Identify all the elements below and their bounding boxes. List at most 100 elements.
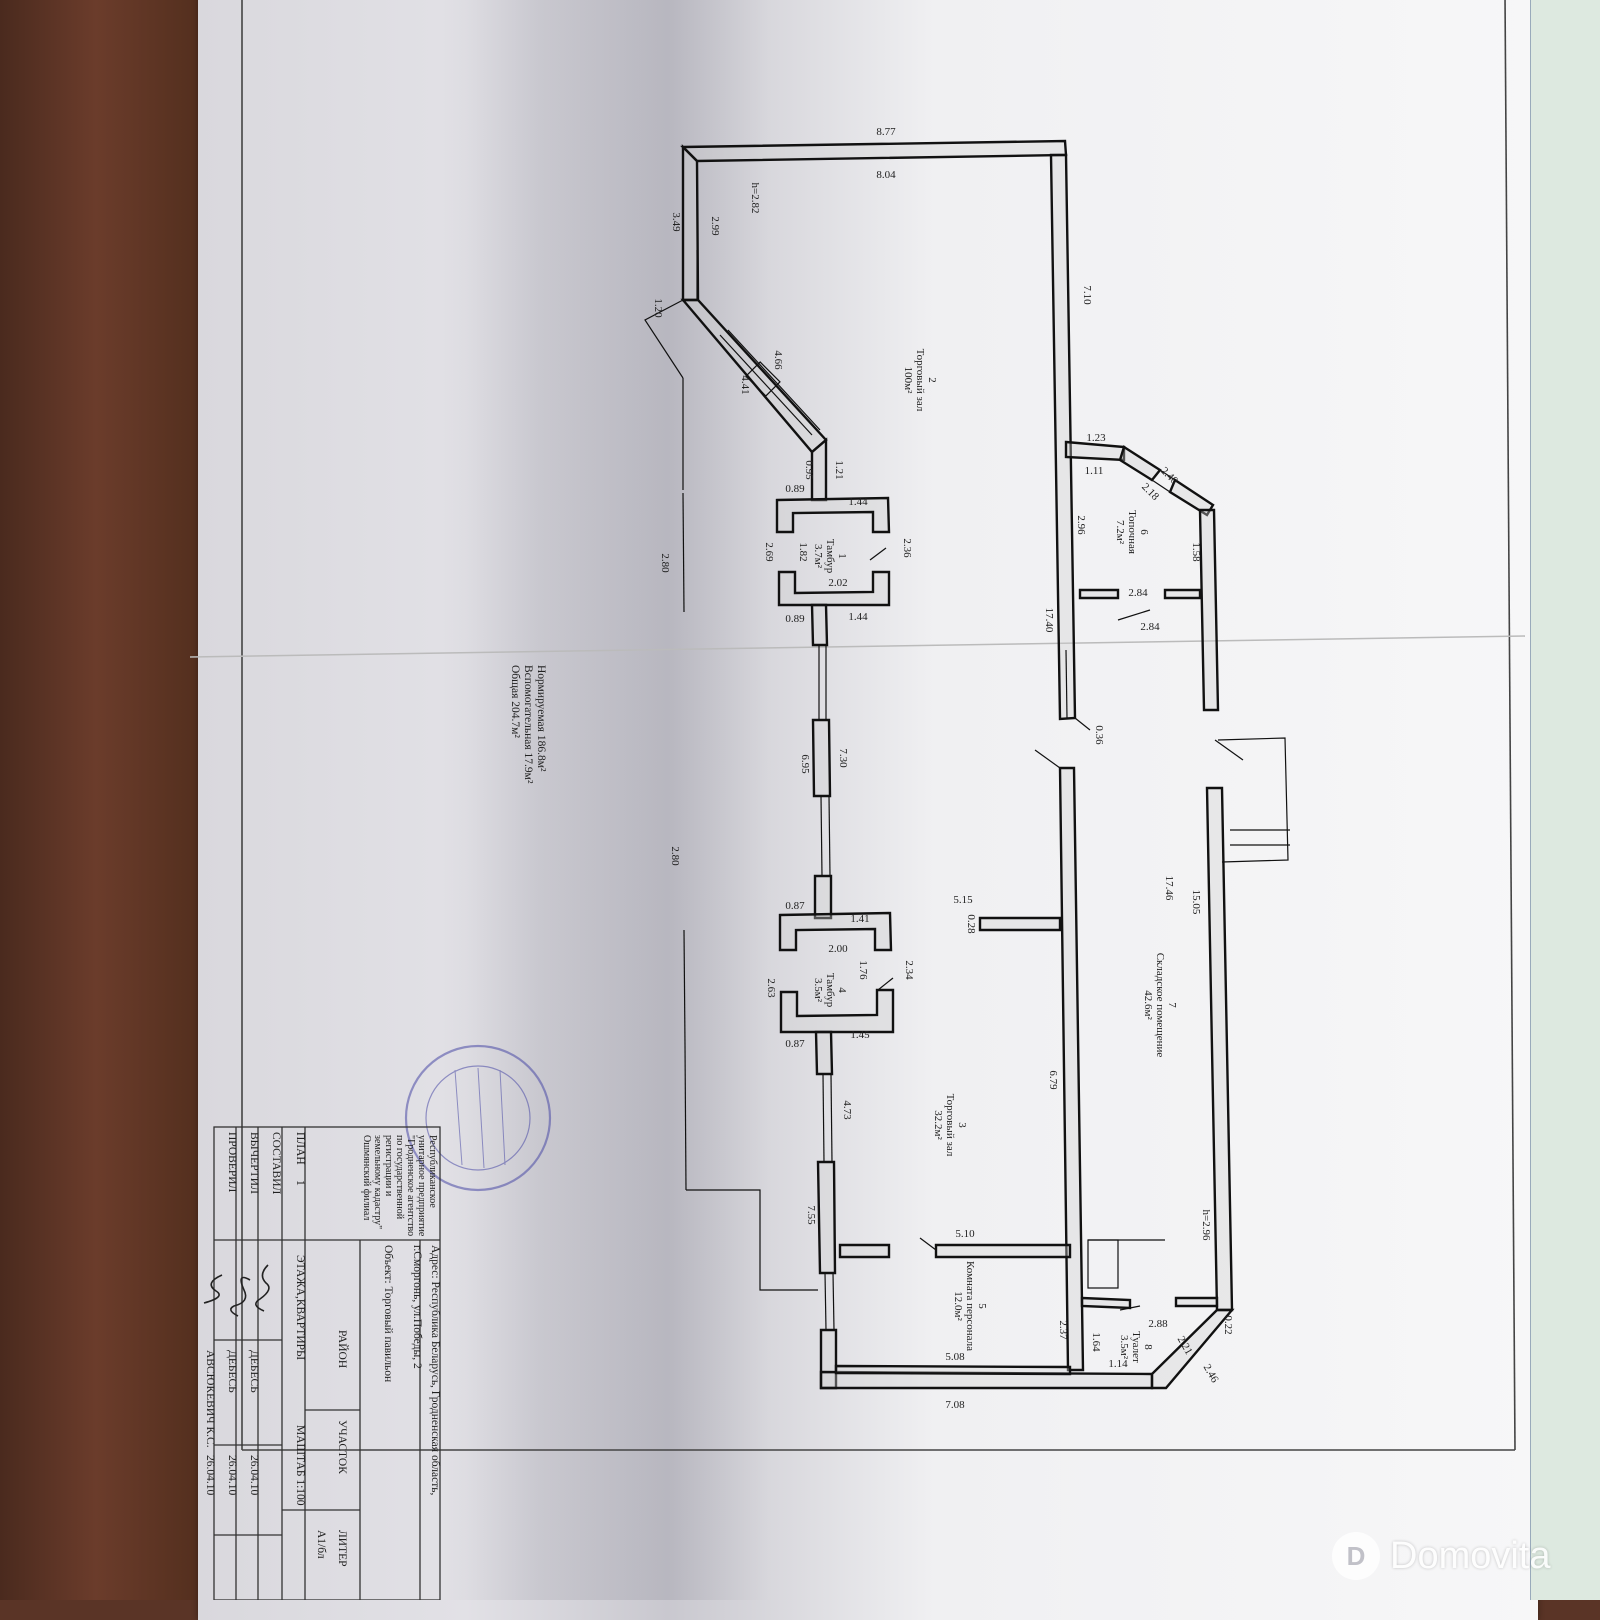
area-total: Общая 204.7м² — [509, 665, 521, 738]
dimension-label: 0.28 — [965, 914, 977, 934]
adjacent-document — [1530, 0, 1600, 1600]
room-5-area: 12.0м² — [952, 1291, 964, 1321]
room-2-area: 100м² — [902, 367, 914, 394]
room-6-area: 7.2м² — [1114, 520, 1126, 545]
dimension-label: 2.00 — [828, 943, 848, 955]
dimension-label: 5.08 — [945, 1351, 965, 1363]
dimension-label: 15.05 — [1190, 890, 1202, 915]
watermark: D Domovita — [1332, 1526, 1582, 1586]
stamp-object: Объект: Торговый павильон — [382, 1245, 394, 1382]
stamp-org-line: по государственной — [394, 1135, 405, 1220]
dimension-label: 8.04 — [876, 169, 896, 181]
room-8-name: Туалет — [1130, 1331, 1142, 1363]
room-6-number: 6 — [1138, 529, 1150, 535]
room-1-area: 3.7м² — [812, 544, 824, 569]
dimension-label: 1.44 — [848, 611, 868, 623]
dimension-label: 7.10 — [1081, 285, 1093, 305]
room-3-name: Торговый зал — [944, 1094, 956, 1157]
room-7-number: 7 — [1166, 1002, 1178, 1008]
room-3-area: 32.2м² — [932, 1110, 944, 1140]
shadow-band — [440, 0, 770, 1600]
room-1-name: Тамбур — [824, 539, 836, 574]
room-2-name: Торговый зал — [914, 349, 926, 412]
dimension-label: 0.36 — [1093, 725, 1105, 745]
dimension-label: 1.14 — [1108, 1358, 1128, 1370]
stamp-district: РАЙОН — [336, 1330, 350, 1368]
stamp-plan: ПЛАН — [294, 1132, 306, 1165]
dimension-label: 0.95 — [803, 460, 815, 480]
stamp-role: ПРОВЕРИЛ — [226, 1132, 238, 1193]
dimension-label: 17.40 — [1043, 608, 1055, 633]
dimension-label: 6.79 — [1047, 1070, 1059, 1090]
dimension-label: 2.99 — [709, 216, 721, 236]
dimension-label: 1.20 — [652, 298, 664, 318]
dimension-label: 7.08 — [945, 1399, 965, 1411]
dimension-label: 6.95 — [799, 754, 811, 774]
area-summary: Нормируемая 186.8м² Вспомогательная 17.9… — [509, 665, 547, 784]
signature-icon — [203, 1264, 270, 1317]
dimension-label: 2.46 — [1201, 1362, 1221, 1385]
watermark-text: Domovita — [1390, 1534, 1551, 1577]
dimension-label: 2.69 — [763, 542, 775, 562]
room-7-name: Складское помещение — [1154, 953, 1166, 1058]
room-8-number: 8 — [1142, 1344, 1154, 1350]
stamp-plot: УЧАСТОК — [336, 1420, 348, 1474]
stamp-address: Адрес: Республика Беларусь, Гродненская … — [429, 1245, 441, 1495]
dimension-label: 1.11 — [1085, 465, 1104, 477]
dimension-label: 2.88 — [1148, 1318, 1168, 1330]
stamp-litera-value: А1/бл — [315, 1530, 327, 1559]
stamp-floor: ЭТАЖА,КВАРТИРЫ — [294, 1255, 306, 1360]
dimension-label: 2.34 — [903, 960, 915, 980]
stamp-role: ВЫЧЕРТИЛ — [248, 1132, 260, 1194]
room-3-number: 3 — [956, 1122, 968, 1128]
dimension-label: 1.82 — [797, 542, 809, 561]
dimension-label: 2.84 — [1128, 587, 1148, 599]
stamp-date: 26.04.10 — [226, 1455, 238, 1496]
stamp-plan-value: 1 — [294, 1180, 306, 1186]
title-block-text: Республиканское унитарное предприятие "Г… — [204, 1132, 441, 1567]
dimension-label: 2.02 — [828, 577, 847, 589]
dimension-label: 2.96 — [1075, 515, 1087, 535]
dimension-label: 2.80 — [669, 846, 681, 866]
dimension-label: 7.30 — [837, 748, 849, 768]
stamp-name: АВСЮКЕВИЧ К.С. — [204, 1350, 216, 1448]
stamp-org-line: "Гродненское агентство — [405, 1135, 416, 1236]
walls — [680, 139, 1235, 1390]
dimension-label: 7.55 — [805, 1205, 817, 1225]
dimension-label: 2.63 — [765, 978, 777, 998]
domovita-logo-icon: D — [1332, 1532, 1380, 1580]
dimension-label: 2.80 — [659, 553, 671, 573]
stamp-address-2: г.Сморгонь, ул.Победы, 2 — [411, 1245, 423, 1369]
dimension-label: 1.58 — [1190, 542, 1202, 562]
stamp-date: 26.04.10 — [248, 1455, 260, 1496]
windows — [644, 250, 1290, 1331]
room-2-number: 2 — [926, 377, 938, 383]
dimension-label: 2.84 — [1140, 621, 1160, 633]
dimension-label: 4.66 — [772, 350, 784, 370]
official-seal-icon — [404, 1044, 552, 1192]
stamp-role: СОСТАВИЛ — [270, 1132, 282, 1195]
stamp-org-line: унитарное предприятие — [416, 1135, 427, 1237]
stamp-org-line: Республиканское — [427, 1135, 438, 1208]
height-label: h=2.96 — [1200, 1210, 1212, 1241]
stamp-litera: ЛИТЕР — [336, 1530, 348, 1567]
stamp-scale: МАШТАБ 1:100 — [294, 1425, 306, 1506]
dimension-label: 0.87 — [785, 1038, 805, 1050]
dimension-label: 1.76 — [857, 960, 869, 980]
dimension-label: 1.64 — [1090, 1332, 1102, 1352]
room-4-name: Тамбур — [824, 973, 836, 1008]
room-1-number: 1 — [836, 553, 848, 559]
dimension-label: 5.10 — [955, 1228, 975, 1240]
area-normal: Нормируемая 186.8м² — [535, 665, 547, 772]
stamp-name: ДЕБЕСЬ — [248, 1350, 260, 1393]
area-aux: Вспомогательная 17.9м² — [522, 665, 534, 784]
room-6-name: Топочная — [1126, 510, 1138, 554]
dimension-label: 3.49 — [670, 212, 682, 232]
dimension-label: 1.21 — [833, 460, 845, 479]
dimension-label: 1.44 — [848, 496, 868, 508]
sheet-frame — [189, 0, 1526, 1451]
dimension-label: 0.87 — [785, 900, 805, 912]
title-block — [213, 1126, 441, 1600]
dimension-label: 4.73 — [841, 1100, 853, 1120]
